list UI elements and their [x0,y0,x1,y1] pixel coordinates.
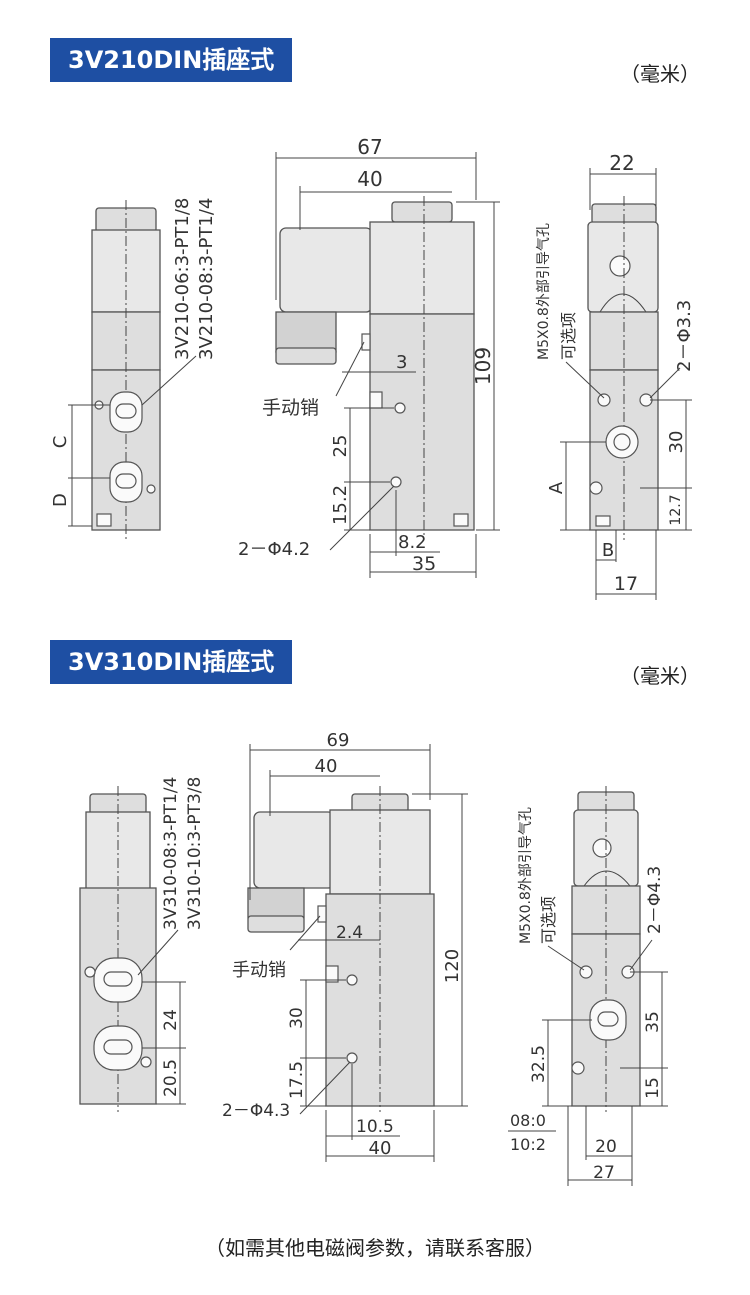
dim-base: 17 [614,573,638,595]
dim-hole-bottom: 15.2 [330,485,351,525]
side-view-3v310: 3V310-08:3-PT1/4 3V310-10:3-PT3/8 24 20.… [79,777,205,1112]
model-label-2: 3V310-10:3-PT3/8 [185,777,205,930]
valve-body [369,313,475,531]
unit-label: （毫米） [620,62,700,86]
plug-neck [275,311,337,353]
dim-overall-width: 69 [327,730,350,751]
front-view-3v210: 67 40 109 3 手动销 25 15.2 2－Φ4.2 8.2 35 [238,135,500,578]
dim-port-pitch: 24 [161,1009,181,1031]
din-plug [253,811,335,889]
dim-coil-width: 40 [357,167,382,191]
dim-offset: 8.2 [398,532,427,553]
dim-hole-pitch: 30 [666,431,687,454]
dim-inner: 20 [595,1137,617,1157]
dim-pin: 3 [396,352,407,373]
dim-base: 40 [369,1138,392,1159]
dim-port-bottom: 20.5 [161,1059,181,1097]
port-d-label: D [50,493,71,507]
end-view-3v310: M5X0.8外部引导气孔 可选项 2－Φ4.3 35 15 32.5 08:0 … [508,786,668,1186]
dim-height: 109 [471,347,495,385]
thread-label-1: 08:0 [510,1111,546,1130]
plug-neck [247,887,305,919]
mount-hole: 2－Φ4.3 [645,866,665,934]
optional-label: 可选项 [539,896,558,944]
diagram-3v210: C D 3V210-06:3-PT1/8 3V210-08:3-PT1/4 67… [50,135,695,600]
dim-pin: 2.4 [336,923,363,943]
dim-hole-bottom: 17.5 [287,1061,307,1099]
mount-hole: 2－Φ4.3 [222,1101,290,1121]
dim-hole-pitch: 35 [643,1011,663,1033]
cap [391,201,453,223]
front-view-3v310: 69 40 120 2.4 手动销 30 17.5 2－Φ4.3 10.5 40 [222,730,468,1162]
dim-bottom: 12.7 [668,494,684,525]
manual-pin [361,333,371,351]
port-b-label: B [602,540,614,561]
dim-bottom: 15 [643,1077,663,1099]
side-view-3v210: C D 3V210-06:3-PT1/8 3V210-08:3-PT1/4 [50,198,217,540]
dim-coil-width: 40 [315,756,338,777]
pilot-port: M5X0.8外部引导气孔 [536,223,552,360]
manual-pin-label: 手动销 [232,960,286,981]
din-plug [279,227,373,313]
unit-label: （毫米） [620,664,700,688]
section-title-3v310: 3V310DIN插座式 [50,640,293,684]
mount-hole: 2－Φ3.3 [674,300,695,372]
end-view-3v210: 22 M5X0.8外部引导气孔 可选项 2－Φ3.3 30 12.7 A B 1… [536,151,695,600]
diagram-3v310: 3V310-08:3-PT1/4 3V310-10:3-PT3/8 24 20.… [79,730,668,1186]
dim-height: 120 [442,949,463,983]
manual-pin-label: 手动销 [262,397,319,419]
dim-width: 22 [609,151,634,175]
coil [369,221,475,315]
mount-hole: 2－Φ4.2 [238,539,310,560]
dim-hole-pitch: 25 [330,435,351,458]
port-c-label: C [50,436,71,449]
pilot-port: M5X0.8外部引导气孔 [518,807,534,944]
dim-port: 32.5 [529,1045,549,1083]
dim-offset: 10.5 [356,1117,394,1137]
thread-label-2: 10:2 [510,1135,546,1154]
model-label-2: 3V210-08:3-PT1/4 [196,198,217,360]
footer-note: （如需其他电磁阀参数，请联系客服） [205,1236,545,1260]
section-title-3v210: 3V210DIN插座式 [50,38,293,82]
dim-overall-width: 67 [357,135,382,159]
model-label-1: 3V210-06:3-PT1/8 [172,198,193,360]
port-a-label: A [546,481,567,494]
dim-base: 27 [593,1163,615,1183]
dim-hole-pitch: 30 [287,1007,307,1029]
model-label-1: 3V310-08:3-PT1/4 [161,777,181,930]
manual-pin [317,905,327,923]
dim-base: 35 [412,553,436,575]
optional-label: 可选项 [559,312,578,360]
